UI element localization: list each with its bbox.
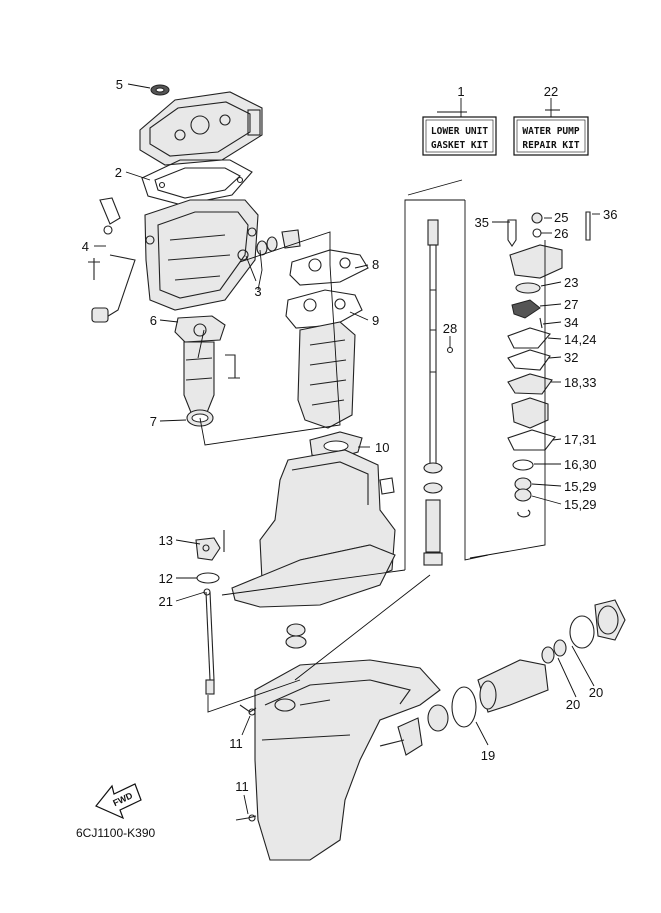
callout-35: 35 bbox=[475, 215, 489, 230]
drive-shaft-housing bbox=[231, 449, 396, 608]
oil-seal-5 bbox=[150, 84, 170, 96]
lower-casing bbox=[254, 659, 441, 861]
callout-27: 27 bbox=[564, 297, 578, 312]
callout-14-24: 14,24 bbox=[564, 332, 597, 347]
upper-casing-top bbox=[139, 91, 263, 166]
callout-20-a: 20 bbox=[566, 697, 580, 712]
callout-17-31: 17,31 bbox=[564, 432, 597, 447]
gasket-8 bbox=[289, 249, 369, 286]
callout-7: 7 bbox=[150, 414, 157, 429]
callout-9: 9 bbox=[372, 313, 379, 328]
callout-6: 6 bbox=[150, 313, 157, 328]
callout-15-29-b: 15,29 bbox=[564, 497, 597, 512]
callout-4: 4 bbox=[82, 239, 89, 254]
callout-13: 13 bbox=[159, 533, 173, 548]
callout-34: 34 bbox=[564, 315, 578, 330]
callout-3: 3 bbox=[254, 284, 261, 299]
callout-11-a: 11 bbox=[229, 736, 243, 751]
callout-36: 36 bbox=[603, 207, 617, 222]
callout-22: 22 bbox=[544, 84, 558, 99]
callout-16-30: 16,30 bbox=[564, 457, 597, 472]
callout-21: 21 bbox=[159, 594, 173, 609]
drive-shaft bbox=[423, 219, 454, 566]
callout-10: 10 bbox=[375, 440, 389, 455]
callout-2: 2 bbox=[115, 165, 122, 180]
shift-linkage bbox=[88, 197, 136, 323]
water-pump-repair-kit-label: WATER PUMP REPAIR KIT bbox=[513, 116, 589, 156]
gear-and-bearings bbox=[285, 599, 626, 756]
callout-19: 19 bbox=[481, 748, 495, 763]
exhaust-manifold bbox=[297, 321, 356, 429]
lower-unit-kit-line2: GASKET KIT bbox=[431, 140, 488, 151]
callout-11-b: 11 bbox=[235, 779, 249, 794]
water-pump-stack bbox=[507, 211, 591, 518]
shift-rod-assembly bbox=[195, 530, 225, 695]
water-pump-kit-line2: REPAIR KIT bbox=[522, 140, 579, 151]
upper-casing-body bbox=[144, 199, 259, 311]
lower-unit-gasket-kit-label: LOWER UNIT GASKET KIT bbox=[422, 116, 497, 156]
callout-12: 12 bbox=[159, 571, 173, 586]
callout-32: 32 bbox=[564, 350, 578, 365]
callout-26: 26 bbox=[554, 226, 568, 241]
lower-unit-kit-line1: LOWER UNIT bbox=[431, 126, 488, 137]
callout-20-b: 20 bbox=[589, 685, 603, 700]
callout-1: 1 bbox=[457, 84, 464, 99]
exhaust-guide-6 bbox=[174, 315, 240, 416]
callout-25: 25 bbox=[554, 210, 568, 225]
bolts-11 bbox=[235, 704, 257, 822]
diagram-code: 6CJ1100-K390 bbox=[76, 826, 155, 840]
callout-28: 28 bbox=[443, 321, 457, 336]
callout-23: 23 bbox=[564, 275, 578, 290]
callout-18-33: 18,33 bbox=[564, 375, 597, 390]
callout-5: 5 bbox=[116, 77, 123, 92]
callout-15-29-a: 15,29 bbox=[564, 479, 597, 494]
callout-8: 8 bbox=[372, 257, 379, 272]
water-pump-kit-line1: WATER PUMP bbox=[522, 126, 579, 137]
gasket-9 bbox=[285, 289, 363, 329]
gasket-2 bbox=[141, 159, 253, 206]
fwd-arrow-icon: FWD bbox=[95, 783, 142, 820]
